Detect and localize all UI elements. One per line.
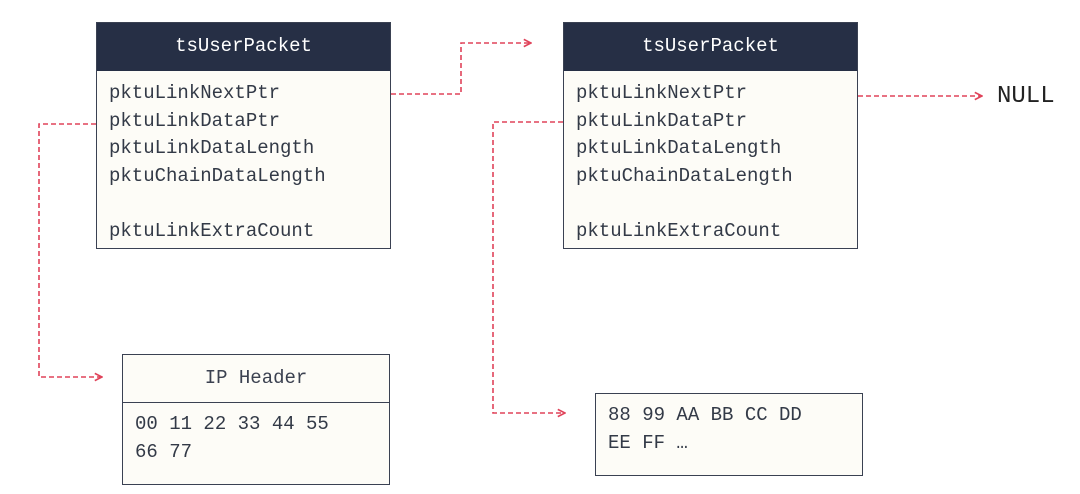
field-link-next-ptr-1: pktuLinkNextPtr [109,82,281,104]
ip-header-bytes-line-2: 66 77 [135,441,193,463]
field-link-data-ptr-1: pktuLinkDataPtr [109,109,281,132]
packet-title-1: tsUserPacket [97,23,390,71]
ip-header-bytes-line-1: 00 11 22 33 44 55 [135,413,329,435]
field-link-extra-count-2: pktuLinkExtraCount [576,219,782,242]
arrow-next-ptr-to-packet-2 [391,43,531,95]
ip-header-buffer: IP Header 00 11 22 33 44 55 66 77 [122,354,390,485]
field-link-extra-count-1: pktuLinkExtraCount [109,219,315,242]
arrow-data-ptr-to-data-buffer [492,121,565,413]
arrow-data-ptr-to-ip-header [38,123,102,377]
null-label: NULL [997,83,1055,110]
data-bytes-line-1: 88 99 AA BB CC DD [608,404,802,426]
field-chain-data-length-1: pktuChainDataLength [109,164,326,187]
field-link-data-length-1: pktuLinkDataLength [109,137,315,159]
packet-title-2: tsUserPacket [564,23,857,71]
data-bytes-line-2: EE FF … [608,432,688,454]
ip-header-title: IP Header [123,355,389,403]
field-link-data-length-2: pktuLinkDataLength [576,137,782,159]
field-link-next-ptr-2: pktuLinkNextPtr [576,82,748,104]
packet-box-1: tsUserPacket pktuLinkNextPtr pktuLinkDat… [96,22,391,249]
field-link-data-ptr-2: pktuLinkDataPtr [576,109,748,132]
packet-box-2: tsUserPacket pktuLinkNextPtr pktuLinkDat… [563,22,858,249]
data-buffer-2: 88 99 AA BB CC DD EE FF … [595,393,863,476]
field-chain-data-length-2: pktuChainDataLength [576,164,793,187]
